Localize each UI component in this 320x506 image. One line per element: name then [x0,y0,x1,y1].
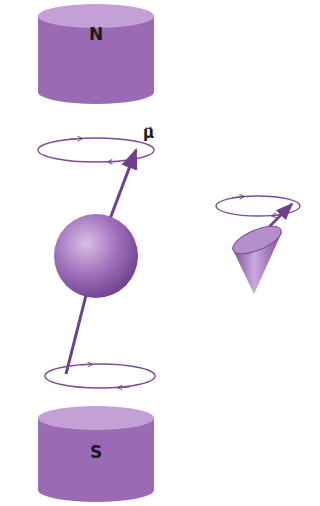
magnet-cylinder [38,4,154,104]
magnet-shape [38,4,154,104]
magnet-pole: N [38,4,154,104]
precession-orbit [45,364,155,388]
pole-letter: S [38,442,154,462]
magnet-pole: S [38,406,154,502]
nucleus-sphere [54,214,138,298]
pole-letter: N [38,24,154,44]
orbit-arrow [110,161,120,162]
orbit-arrow [70,138,80,139]
moment-symbol: μ⃗ [143,124,154,142]
orbit-arrow [232,196,242,198]
magnet-cylinder [38,406,154,502]
precession-orbit [38,138,154,162]
spinning-top [229,221,285,294]
precession-orbit [216,196,300,216]
orbit-arrow [80,364,90,366]
orbit-arrow [120,387,130,389]
